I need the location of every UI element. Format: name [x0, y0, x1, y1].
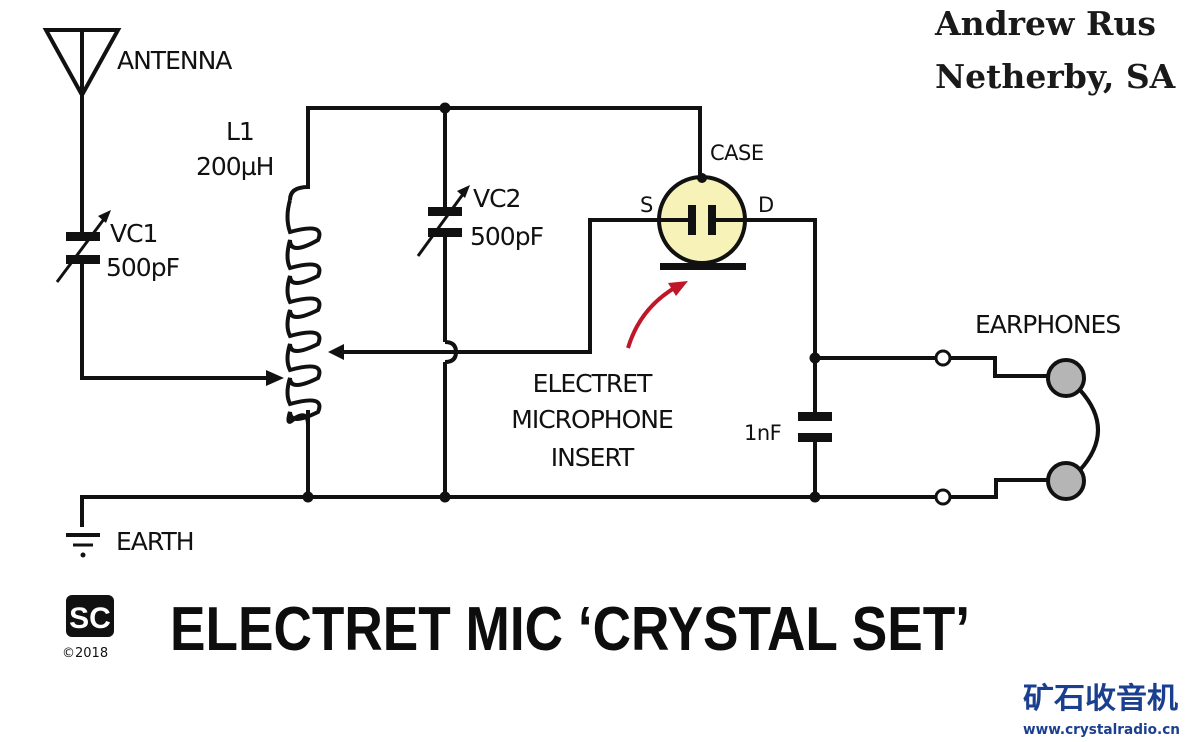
antenna-icon [42, 28, 122, 235]
antenna-label: ANTENNA [117, 46, 232, 75]
vc1-ref: VC1 [110, 219, 157, 248]
mic-caption-line-1: ELECTRET [533, 369, 653, 398]
vc1-value: 500pF [106, 253, 179, 282]
vc2-ref: VC2 [473, 184, 520, 213]
earth-label: EARTH [116, 527, 194, 556]
pointer-arrow-icon [626, 281, 688, 349]
junction-dot [809, 491, 821, 503]
copyright: ©2018 [62, 646, 108, 661]
mic-caption-line-3: INSERT [551, 443, 635, 472]
variable-capacitor-icon [416, 108, 470, 497]
ground-icon [66, 533, 100, 558]
mic-case-label: CASE [710, 141, 764, 165]
bypass-cap-value: 1nF [744, 421, 781, 445]
sc-logo-text: SC [69, 602, 111, 635]
watermark-chinese: 矿石收音机 [1023, 681, 1178, 715]
terminal-icon [934, 488, 952, 506]
earphones-icon [1046, 358, 1100, 501]
diagram-title: ELECTRET MIC ‘CRYSTAL SET’ [170, 595, 970, 664]
terminal-icon [934, 349, 952, 367]
mic-caption-line-2: MICROPHONE [511, 405, 673, 434]
vc2-value: 500pF [470, 222, 543, 251]
tap-arrow-icon [266, 370, 284, 386]
electret-mic-icon [657, 173, 747, 270]
junction-dot [439, 491, 451, 503]
author-location: Netherby, SA [935, 57, 1176, 96]
tapped-inductor-icon [285, 108, 322, 497]
watermark-url: www.crystalradio.cn [1023, 722, 1180, 738]
mic-source-label: S [640, 193, 653, 217]
tap-arrow-icon [328, 344, 344, 360]
earphones-label: EARPHONES [975, 310, 1120, 339]
fixed-capacitor-icon [798, 412, 832, 497]
author-name: Andrew Rus [934, 4, 1156, 43]
l1-value: 200µH [196, 152, 273, 181]
variable-capacitor-icon [55, 210, 111, 378]
mic-drain-label: D [758, 193, 774, 217]
sc-logo: SC [66, 595, 114, 637]
junction-dot [302, 491, 314, 503]
l1-ref: L1 [226, 117, 254, 146]
